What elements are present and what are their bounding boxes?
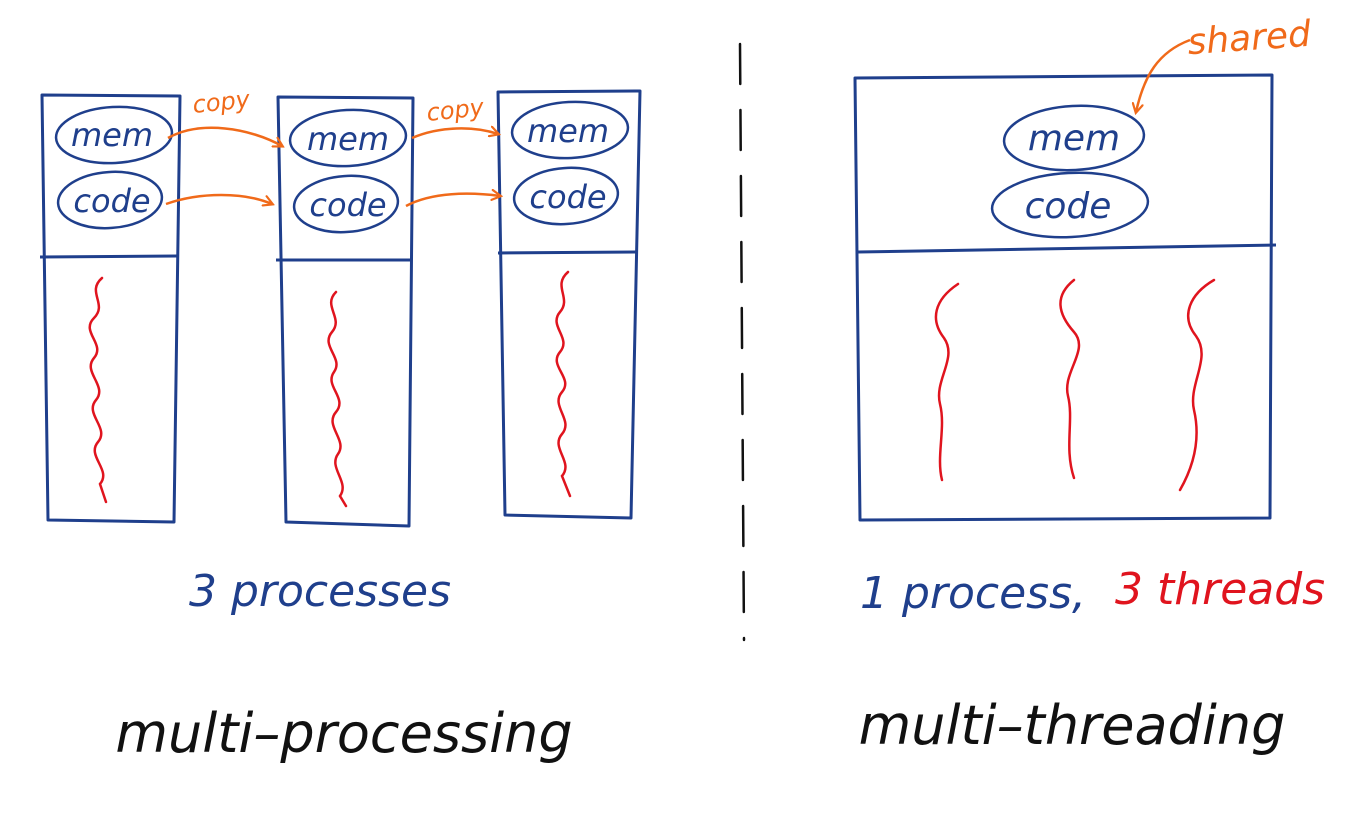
process-2-mem-bubble: [288, 108, 408, 168]
process-3-mem-bubble: [510, 100, 630, 160]
process-box-2: mem code: [276, 95, 415, 528]
multiprocessing-title: multi–processing: [115, 702, 572, 765]
process-3-code-bubble: [512, 166, 620, 226]
thread-squiggle-1: [934, 282, 960, 482]
multiprocessing-section: mem code mem code mem code: [39, 85, 642, 765]
shared-label: shared: [1186, 14, 1313, 64]
copy-arrow-mem-1: [167, 126, 282, 146]
shared-code-bubble: [990, 171, 1150, 239]
copy-arrow-code-1: [165, 193, 272, 204]
shared-mem-label: mem: [1028, 118, 1120, 159]
process-2-thread-squiggle: [327, 290, 348, 508]
multithreading-title: multi–threading: [859, 694, 1286, 757]
process-2-code-bubble: [292, 174, 400, 234]
thread-count-label: 3 threads: [1115, 564, 1325, 615]
shared-arrow: [1136, 38, 1191, 112]
shared-mem-bubble: [1002, 104, 1146, 172]
multithreading-section: mem code shared 1 process, 3 threads mul…: [853, 14, 1325, 757]
process-3-mem-label: mem: [527, 112, 609, 150]
process-2-mem-label: mem: [307, 120, 389, 158]
thread-squiggle-2: [1059, 278, 1081, 480]
single-process-divider: [857, 243, 1277, 254]
process-2-outline: [276, 95, 415, 528]
process-2-code-label: code: [309, 186, 386, 224]
process-1-thread-squiggle: [88, 276, 108, 504]
process-box-1: mem code: [39, 93, 182, 524]
section-divider: [738, 42, 746, 642]
single-process-outline: [853, 73, 1274, 522]
single-process-box: mem code: [853, 73, 1277, 522]
process-3-divider: [497, 250, 637, 255]
process-3-outline: [496, 89, 642, 520]
thread-process-count-label: 1 process,: [860, 568, 1086, 619]
copy-label-2: copy: [425, 93, 486, 127]
process-1-outline: [40, 93, 182, 524]
processes-count-label: 3 processes: [189, 566, 451, 617]
process-3-code-label: code: [529, 178, 606, 216]
process-1-mem-bubble: [54, 105, 174, 165]
process-1-mem-label: mem: [71, 116, 153, 154]
process-box-3: mem code: [496, 89, 642, 520]
copy-arrow-code-2: [405, 194, 500, 208]
thread-squiggle-3: [1178, 278, 1216, 492]
copy-arrow-mem-2: [411, 128, 498, 140]
process-1-code-bubble: [56, 170, 164, 230]
process-3-thread-squiggle: [555, 270, 572, 498]
shared-code-label: code: [1025, 186, 1112, 227]
process-1-divider: [39, 254, 178, 259]
process-1-code-label: code: [73, 182, 150, 220]
copy-label-1: copy: [191, 85, 252, 119]
